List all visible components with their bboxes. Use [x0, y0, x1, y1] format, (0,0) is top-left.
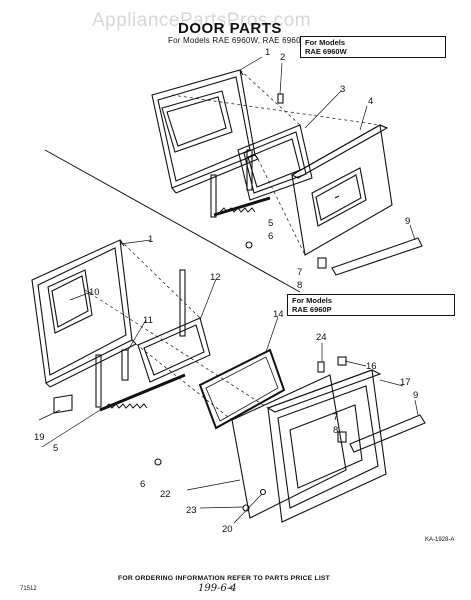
- hinge-spring-bottom: [104, 403, 148, 409]
- screw-bottom-6: [154, 458, 162, 466]
- ordering-note: FOR ORDERING INFORMATION REFER TO PARTS …: [118, 575, 331, 582]
- hinge-spring-top: [219, 207, 256, 213]
- model-box-label: For Models: [305, 38, 346, 47]
- hinge-bottom: [95, 269, 186, 412]
- page-title: DOOR PARTS: [178, 20, 282, 37]
- inner-door-panel-bottom: [31, 239, 137, 388]
- callout-19: 19: [34, 432, 45, 443]
- callout-9-bottom: 9: [413, 390, 418, 401]
- door-handle-bottom: [349, 414, 426, 453]
- clip-part-16: [337, 356, 347, 366]
- model-box-pink: For Models RAE 6960P: [287, 294, 455, 316]
- hinge-bracket-19: [53, 394, 73, 414]
- leader-lines: [38, 56, 419, 524]
- handle-bracket-bottom: [337, 431, 347, 443]
- callout-12: 12: [210, 272, 221, 283]
- callout-8-top: 8: [297, 280, 302, 291]
- outer-door-top: [290, 124, 393, 256]
- door-liner: [231, 374, 347, 519]
- guide-lines-top: [171, 69, 381, 256]
- model-box-white: For Models RAE 6960W: [300, 36, 446, 58]
- model-box-model: RAE 6960W: [305, 47, 347, 56]
- callout-7-bottom: 7: [333, 412, 338, 423]
- document-number: 71512: [20, 586, 37, 592]
- callout-1-bottom: 1: [148, 234, 153, 245]
- watermark: AppliancePartsPros.com: [92, 10, 312, 31]
- callout-5-bottom: 5: [53, 443, 58, 454]
- callout-20: 20: [222, 524, 233, 535]
- section-divider-line: [44, 149, 301, 293]
- callout-numbers: 1 2 3 4 5 6 7 8 9 1 10 11 12 14 24 16 17…: [34, 47, 418, 535]
- callout-10: 10: [89, 287, 100, 298]
- page-number: 4: [229, 586, 233, 592]
- screw-top: [245, 241, 253, 249]
- drawing-code: KA-1928-A: [425, 537, 455, 543]
- callout-17: 17: [400, 377, 411, 388]
- callout-2: 2: [280, 52, 285, 63]
- callout-14: 14: [273, 309, 284, 320]
- page-subtitle: For Models RAE 6960W, RAE 6960P: [168, 36, 307, 45]
- callout-23: 23: [186, 505, 197, 516]
- callout-16: 16: [366, 361, 377, 372]
- callout-9-top: 9: [405, 216, 410, 227]
- callout-5-top: 5: [268, 218, 273, 229]
- callout-8-bottom: 8: [333, 425, 338, 436]
- glass-assembly-bottom: [137, 317, 211, 383]
- callout-6-bottom: 6: [140, 479, 145, 490]
- door-handle-top: [331, 237, 423, 276]
- glass-assembly-top: [237, 124, 313, 201]
- screw-bottom-20: [259, 488, 267, 496]
- guide-lines-bottom: [84, 239, 269, 421]
- model-box-label: For Models: [292, 296, 333, 305]
- outer-door-bottom: [266, 369, 387, 523]
- handwritten-note: 199-6-4: [198, 583, 237, 594]
- latch-plate: [121, 349, 129, 381]
- inner-door-panel-top: [151, 69, 259, 194]
- callout-11: 11: [143, 315, 153, 326]
- clip-part-2: [277, 93, 284, 104]
- callout-1-top: 1: [265, 47, 270, 58]
- callout-7-top: 7: [297, 267, 302, 278]
- callout-22: 22: [160, 489, 171, 500]
- model-box-model: RAE 6960P: [292, 305, 332, 314]
- callout-4: 4: [368, 96, 373, 107]
- door-gasket: [198, 348, 286, 430]
- callout-3: 3: [340, 84, 345, 95]
- clip-part-24: [317, 361, 325, 373]
- callout-6-top: 6: [268, 231, 273, 242]
- handle-bracket-top: [317, 257, 327, 269]
- callout-24: 24: [316, 332, 327, 343]
